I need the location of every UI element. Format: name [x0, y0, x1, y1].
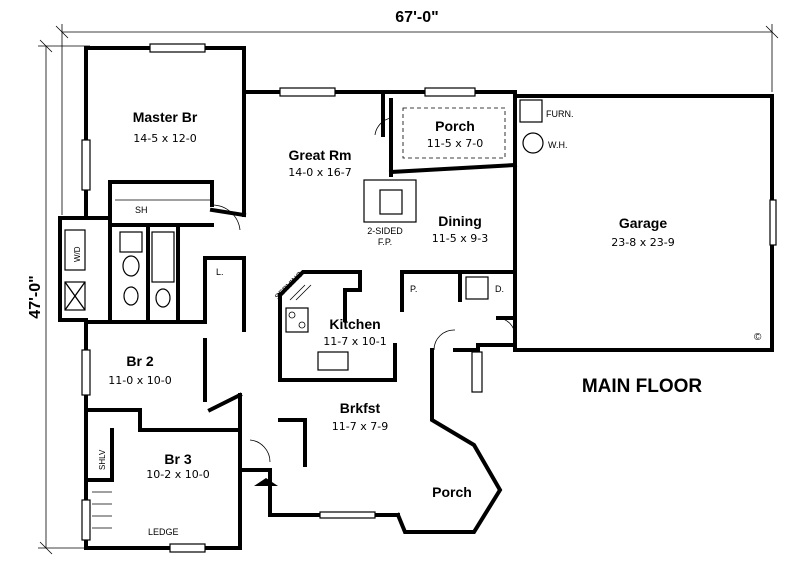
- overall-width-label: 67'-0": [395, 9, 438, 26]
- label-linen: L.: [216, 267, 224, 277]
- room-name-kitchen: Kitchen: [329, 316, 380, 332]
- fixtures: [64, 99, 544, 529]
- room-name-br2: Br 2: [126, 353, 153, 369]
- label-d: D.: [495, 284, 504, 294]
- room-size-porch-rear: 11-5 x 7-0: [427, 137, 483, 150]
- label-serving: SERVING: [273, 270, 305, 302]
- room-name-porch-rear: Porch: [435, 118, 475, 134]
- label-furn: FURN.: [546, 109, 574, 119]
- dimension-lines: [38, 24, 779, 555]
- room-size-kitchen: 11-7 x 10-1: [323, 335, 386, 348]
- room-size-br3: 10-2 x 10-0: [146, 468, 209, 481]
- room-name-br3: Br 3: [164, 451, 191, 467]
- room-name-master-br: Master Br: [133, 109, 198, 125]
- label-fireplace-2: F.P.: [378, 237, 392, 247]
- label-ledge: LEDGE: [148, 527, 179, 537]
- plan-title: MAIN FLOOR: [582, 376, 703, 397]
- room-name-garage: Garage: [619, 215, 667, 231]
- label-shlv: SHLV: [98, 449, 107, 470]
- room-size-dining: 11-5 x 9-3: [432, 232, 488, 245]
- room-size-great-rm: 14-0 x 16-7: [288, 166, 351, 179]
- label-pantry: P.: [410, 284, 417, 294]
- interior-walls: [84, 90, 518, 482]
- room-name-porch-front: Porch: [432, 484, 472, 500]
- room-size-master-br: 14-5 x 12-0: [133, 132, 196, 145]
- overall-depth-label: 47'-0": [27, 275, 44, 318]
- room-name-brkfst: Brkfst: [340, 400, 381, 416]
- label-sh: SH: [135, 205, 148, 215]
- room-name-dining: Dining: [438, 213, 482, 229]
- room-name-great-rm: Great Rm: [288, 147, 351, 163]
- room-size-garage: 23-8 x 23-9: [611, 236, 674, 249]
- windows: [81, 43, 777, 553]
- label-wh: W.H.: [548, 140, 568, 150]
- room-size-brkfst: 11-7 x 7-9: [332, 420, 388, 433]
- room-size-br2: 11-0 x 10-0: [108, 374, 171, 387]
- label-copyright: ©: [754, 332, 762, 343]
- label-fireplace-1: 2-SIDED: [367, 226, 403, 236]
- label-wd: W/D: [73, 246, 82, 262]
